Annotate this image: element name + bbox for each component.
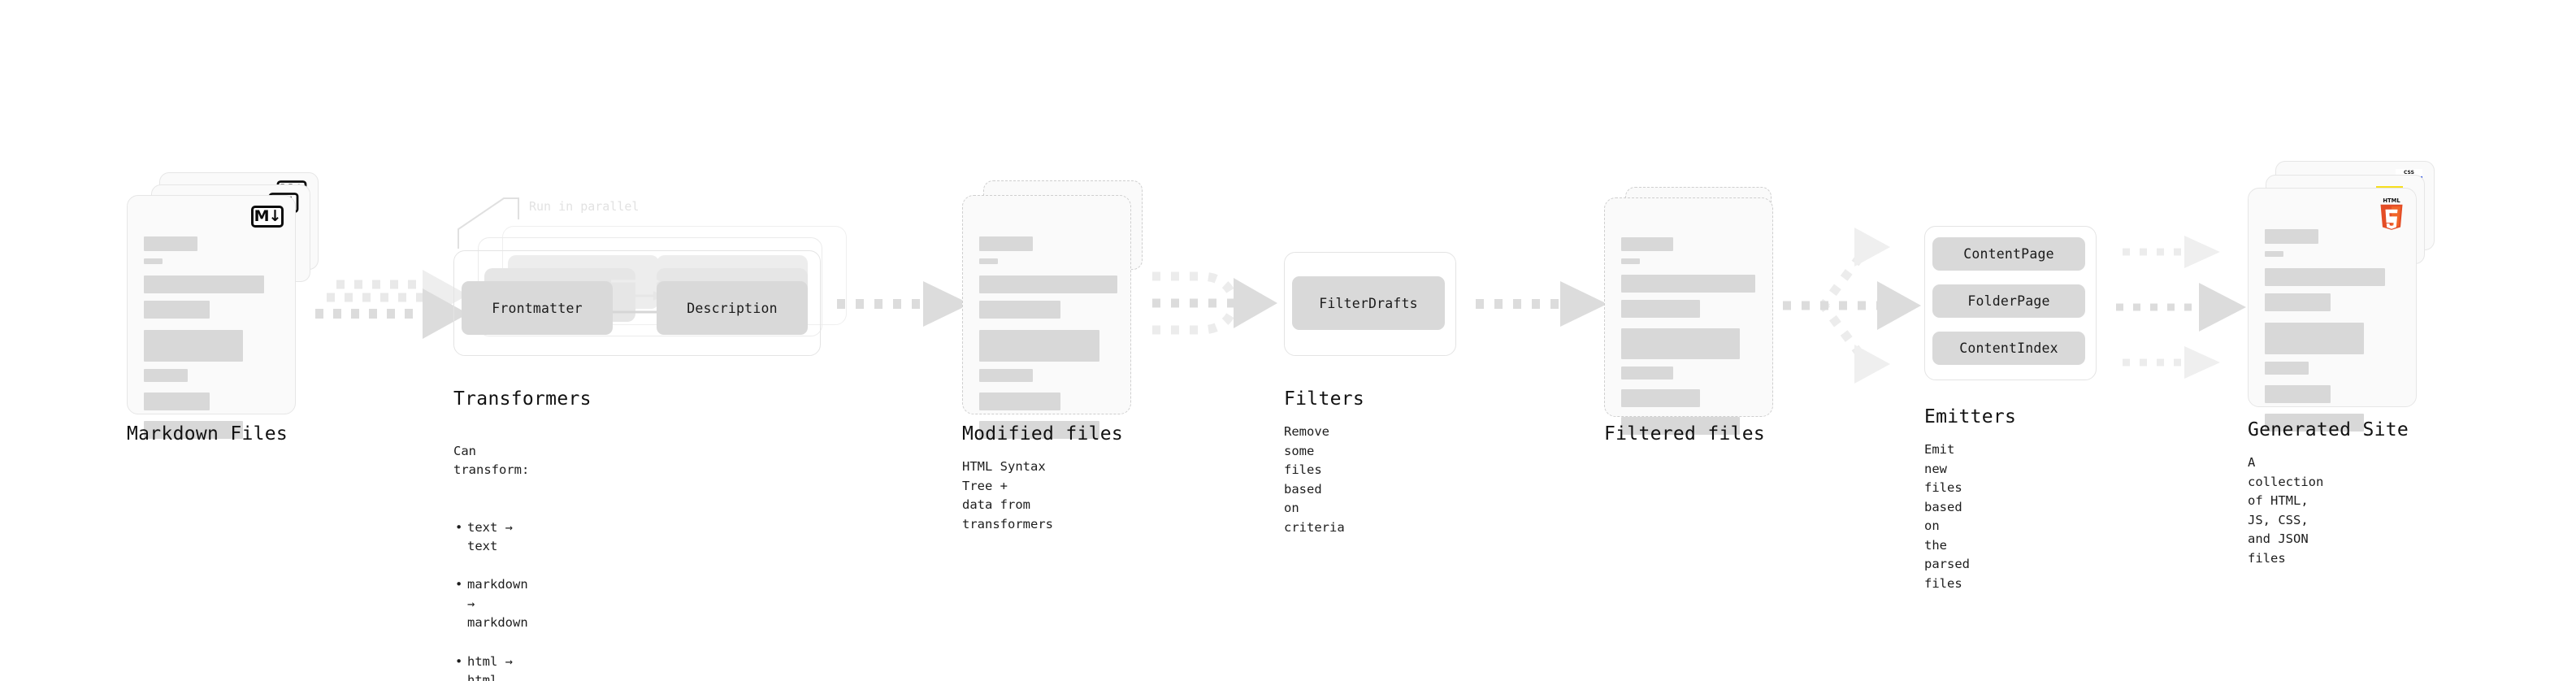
content-bar [979, 393, 1060, 410]
transformer-inner-arrows [611, 276, 666, 317]
content-bar [1621, 275, 1755, 293]
content-bar [2265, 414, 2364, 432]
markdown-badge: M↓ [251, 206, 284, 228]
content-bar [2265, 229, 2318, 244]
stage-title-filtered-files: Filtered files [1604, 423, 1766, 445]
emitter-chip-contentindex[interactable]: ContentIndex [1932, 332, 2085, 365]
arrow-filters-to-filtered [1476, 281, 1607, 327]
transformer-group-front [453, 250, 821, 356]
stage-desc-emitters: Emit new files based on the parsed files [1924, 442, 1970, 591]
stage-title-generated-site: Generated Site [2248, 419, 2409, 440]
content-bar [144, 236, 197, 251]
content-bar [1621, 258, 1640, 264]
transformers-bullet: markdown → markdown [455, 575, 529, 633]
content-bar [1621, 367, 1673, 380]
html5-badge: HTML [2380, 197, 2403, 230]
transformers-desc-lead: Can transform: [453, 443, 530, 478]
stage-desc-transformers: Can transform: text → text markdown → ma… [453, 423, 529, 681]
arrow-markdown-to-transformers [315, 270, 468, 339]
stage-title-transformers: Transformers [453, 388, 592, 410]
stage-desc-modified-files: HTML Syntax Tree + data from transformer… [962, 459, 1053, 531]
stage-title-emitters: Emitters [1924, 406, 2017, 427]
content-bar [2265, 323, 2364, 354]
content-bar [979, 301, 1060, 319]
transformers-bullet-list: text → text markdown → markdown html → h… [453, 499, 529, 681]
markdown-file-content [144, 220, 282, 446]
content-bar [144, 393, 210, 410]
content-bar [144, 275, 264, 293]
filtered-file-card-front [1604, 197, 1773, 435]
content-bar [1621, 417, 1740, 435]
emitter-chip-contentpage[interactable]: ContentPage [1932, 237, 2085, 271]
content-bar [2265, 251, 2283, 257]
arrow-emitters-to-site [2116, 236, 2246, 379]
run-in-parallel-label: Run in parallel [529, 199, 640, 214]
stage-title-modified-files: Modified files [962, 423, 1124, 445]
filtered-file-content [1621, 223, 1759, 442]
content-bar [144, 421, 243, 439]
arrow-modified-to-filters [1152, 271, 1277, 335]
transformer-chip-frontmatter[interactable]: Frontmatter [462, 281, 613, 335]
filter-chip-filterdrafts[interactable]: FilterDrafts [1292, 276, 1445, 330]
emitter-chip-folderpage[interactable]: FolderPage [1932, 284, 2085, 318]
content-bar [1621, 237, 1673, 251]
emitters-group-box [1924, 226, 2097, 380]
modified-file-content [979, 220, 1117, 446]
site-file-card-front: HTML [2248, 188, 2417, 432]
content-bar [979, 369, 1033, 382]
content-bar [2265, 385, 2331, 403]
markdown-file-card-front: M↓ [127, 195, 296, 439]
content-bar [144, 258, 163, 264]
modified-file-card-front [962, 195, 1131, 439]
content-bar [1621, 389, 1700, 407]
arrow-transformers-to-modified [837, 281, 970, 327]
content-bar [979, 236, 1033, 251]
content-bar [144, 301, 210, 319]
content-bar [1621, 328, 1740, 359]
svg-text:HTML: HTML [2383, 197, 2400, 204]
site-file-content [2265, 213, 2403, 439]
stage-title-markdown-files: Markdown Files [127, 423, 288, 445]
transformer-chip-description[interactable]: Description [657, 281, 808, 335]
content-bar [979, 258, 998, 264]
filters-group-box [1284, 252, 1456, 356]
content-bar [1621, 300, 1700, 318]
content-bar [2265, 362, 2309, 375]
run-in-parallel-bracket [458, 197, 519, 249]
stage-desc-filters: Remove some files based on criteria [1284, 424, 1345, 535]
content-bar [979, 275, 1117, 293]
content-bar [979, 330, 1099, 362]
arrow-filtered-to-emitters [1783, 228, 1921, 384]
content-bar [144, 330, 243, 362]
content-bar [144, 369, 188, 382]
content-bar [2265, 268, 2385, 286]
transformers-bullet: text → text [455, 518, 529, 557]
stage-desc-generated-site: A collection of HTML, JS, CSS, and JSON … [2248, 455, 2324, 566]
transformers-bullet: html → html [455, 653, 529, 681]
stage-title-filters: Filters [1284, 388, 1365, 410]
content-bar [2265, 293, 2331, 311]
css-badge-label: CSS [2404, 170, 2414, 176]
content-bar [979, 421, 1099, 439]
